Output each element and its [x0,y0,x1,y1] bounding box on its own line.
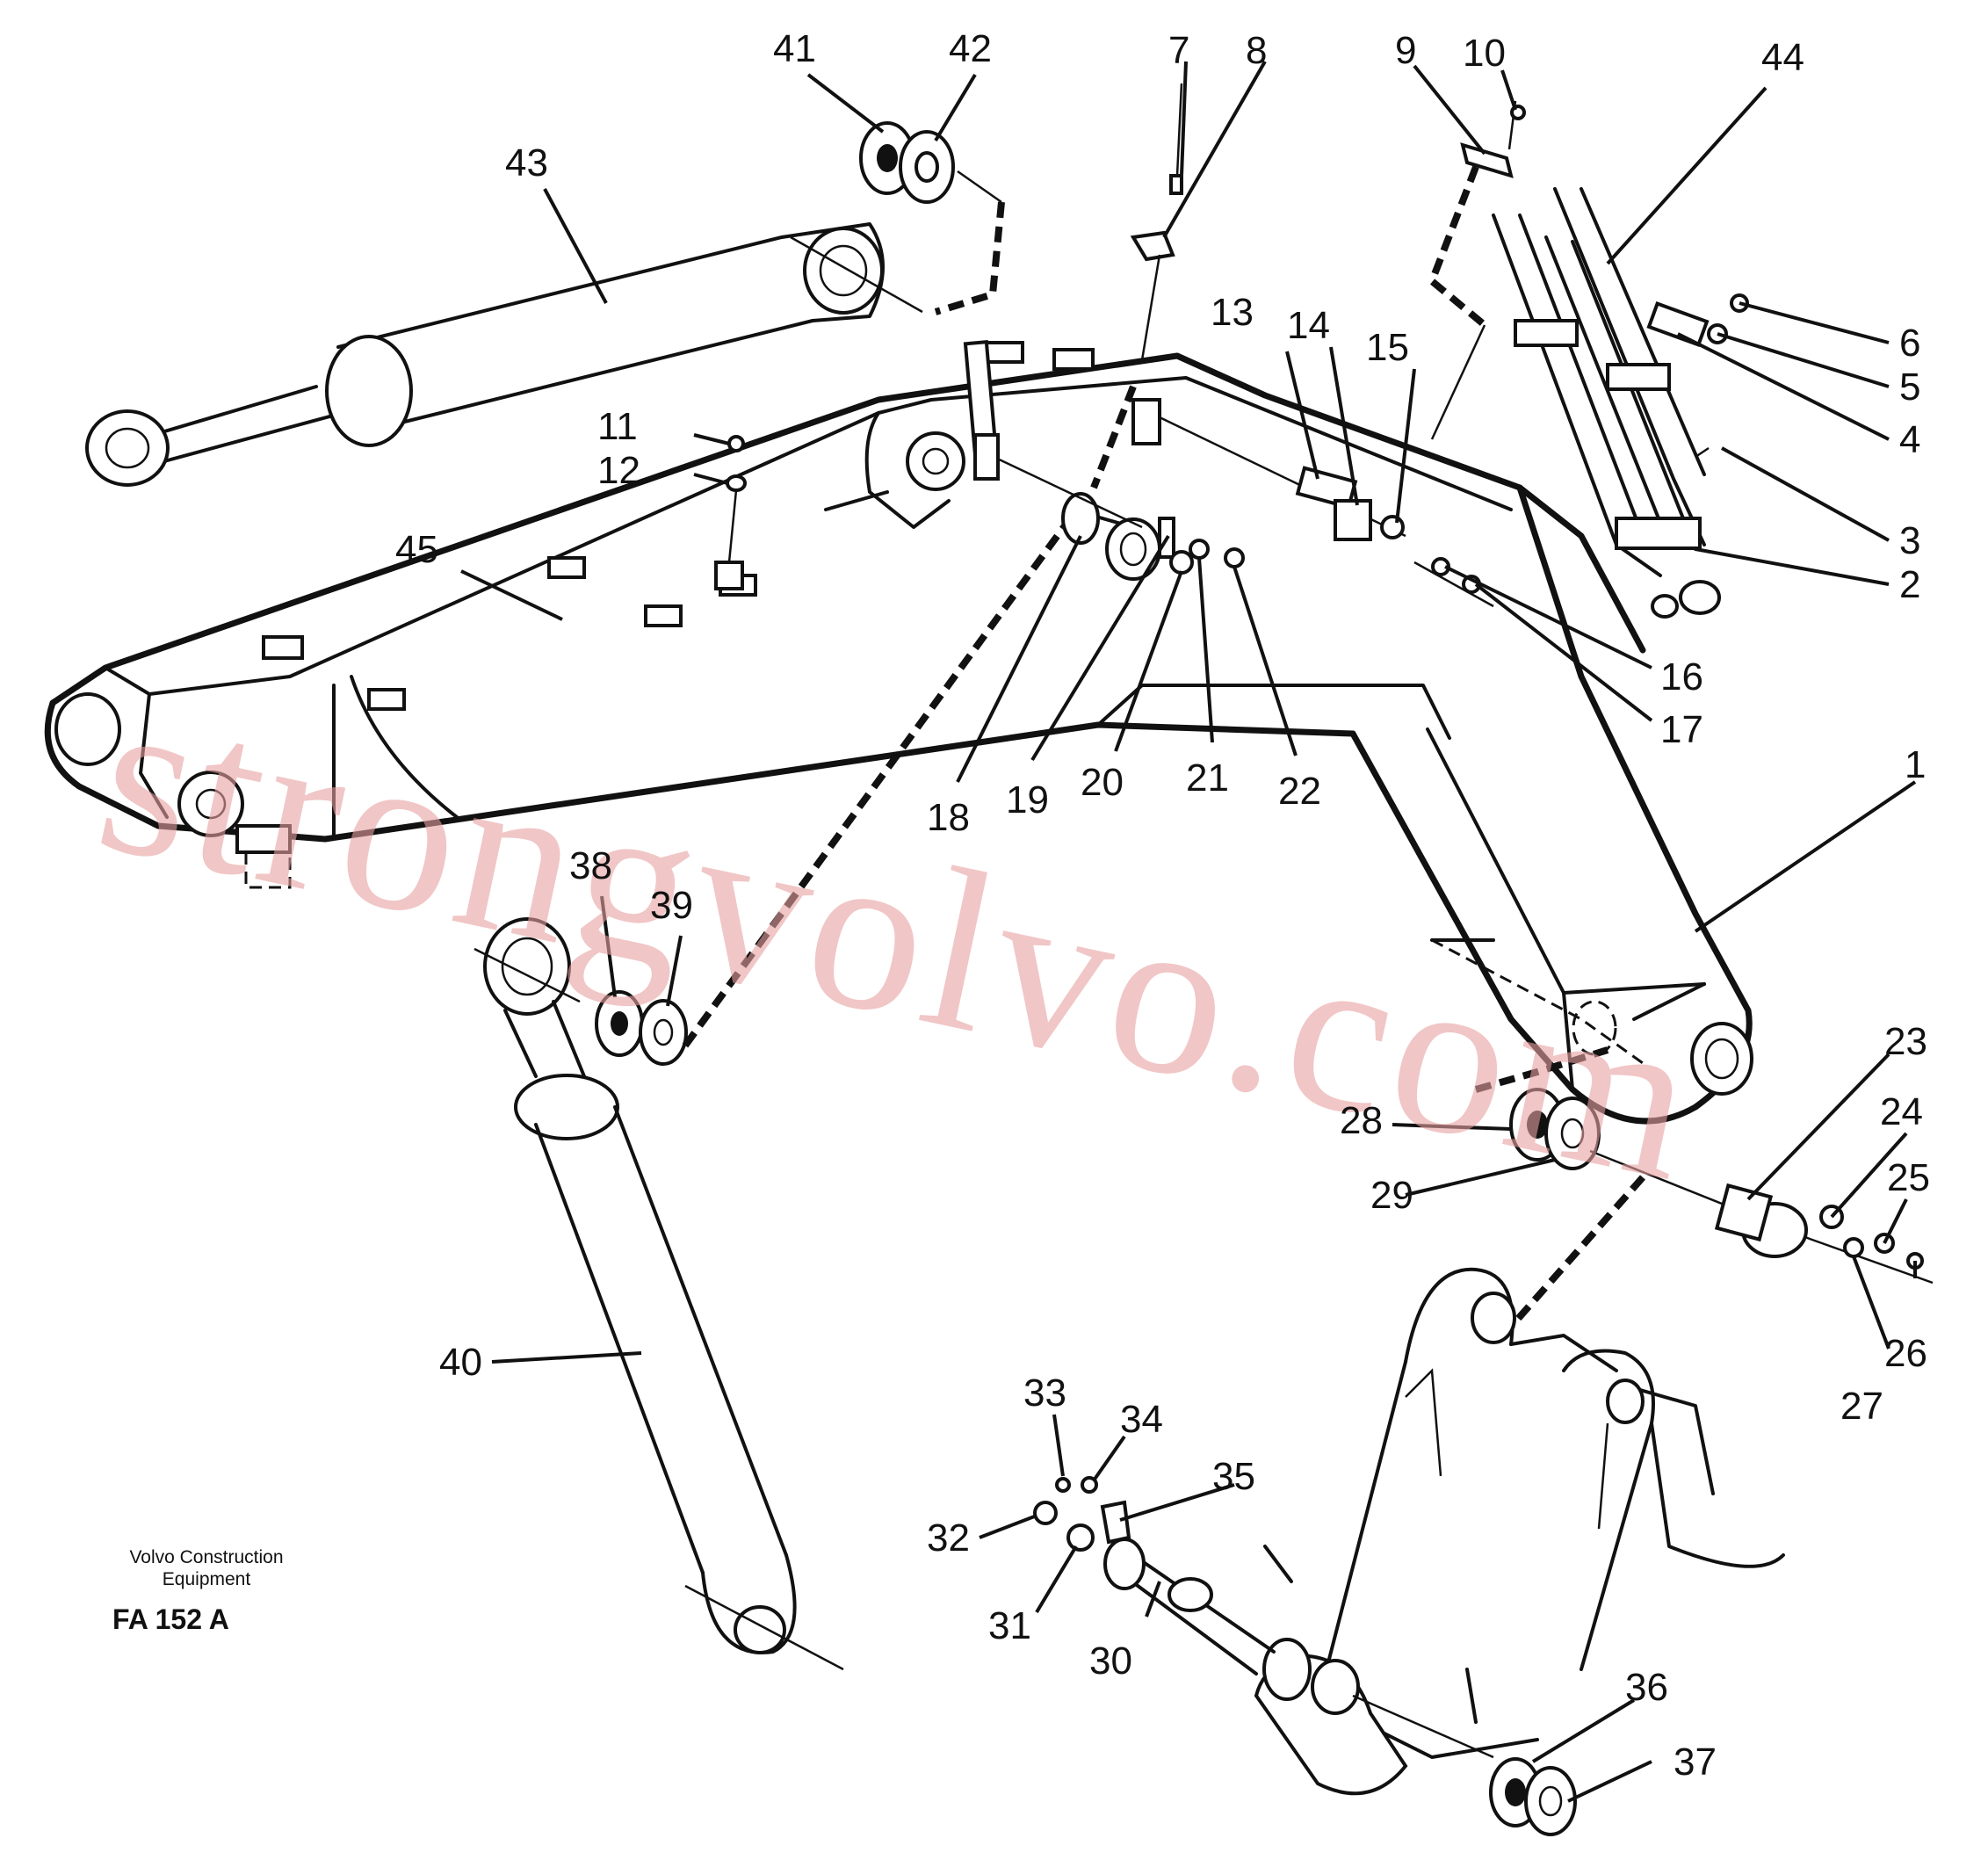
callout-21: 21 [1186,756,1229,800]
figure-code: FA 152 A [112,1603,229,1635]
callout-25: 25 [1887,1156,1930,1199]
callout-18: 18 [927,796,970,839]
bucket-linkage [1254,1267,1785,1796]
callout-6: 6 [1899,322,1920,365]
callout-2: 2 [1899,563,1920,606]
callout-43: 43 [505,141,548,185]
callout-37: 37 [1674,1741,1717,1784]
callout-33: 33 [1023,1371,1066,1415]
bucket-cylinder [474,917,844,1671]
bracket-11-12 [714,435,747,590]
brand-caption: Volvo Construction Equipment [97,1546,316,1590]
bracket-7-8 [1130,83,1183,361]
callout-9: 9 [1395,29,1416,72]
wear-pad [367,688,406,711]
wear-pad [982,341,1024,364]
callout-20: 20 [1081,761,1124,804]
callout-3: 3 [1899,519,1920,562]
callout-10: 10 [1463,32,1506,75]
boom [1349,484,1753,1125]
callout-36: 36 [1625,1666,1668,1709]
callout-17: 17 [1660,708,1703,751]
callout-29: 29 [1370,1174,1413,1217]
callout-41: 41 [773,27,816,70]
callout-13: 13 [1211,291,1254,334]
callout-39: 39 [650,884,693,927]
callout-16: 16 [1660,655,1703,698]
dipper-arm [44,340,1646,889]
callout-28: 28 [1340,1099,1383,1142]
callout-27: 27 [1840,1385,1883,1428]
bracket-9-10 [1428,100,1526,440]
pin-assembly-30-35 [1033,1476,1276,1675]
callout-5: 5 [1899,365,1920,409]
callout-38: 38 [569,844,612,887]
callout-19: 19 [1006,778,1049,821]
brand-line-1: Volvo Construction [129,1547,284,1567]
hose-clamp-assembly [1492,187,1749,619]
callout-23: 23 [1884,1020,1927,1063]
callout-24: 24 [1880,1090,1923,1133]
arm-pin-bore-front [177,771,244,837]
bushing-pair-36-37 [1489,1757,1577,1836]
arm-pin-bore-top [906,431,965,491]
boom-pin-bore [1690,1022,1753,1096]
wear-pad [1052,348,1095,371]
callout-22: 22 [1278,770,1321,813]
callout-30: 30 [1089,1639,1132,1683]
boom-cylinder [85,201,1005,487]
brand-line-2: Equipment [162,1569,251,1589]
wear-pad [547,556,586,579]
callout-42: 42 [949,27,992,70]
callout-11: 11 [597,405,638,448]
callout-44: 44 [1761,36,1804,79]
callout-45: 45 [395,528,438,571]
bushing-pair-38-39 [595,489,1093,1066]
bushing-pair-41-42 [859,121,1002,204]
callout-8: 8 [1246,29,1267,72]
callout-14: 14 [1287,304,1330,347]
wear-pad [235,824,292,854]
callout-35: 35 [1212,1455,1255,1498]
wear-pad [644,604,683,627]
pin-assembly-18-22 [974,385,1245,581]
pin-assembly-13-17 [973,398,1494,608]
leader-lines [460,61,1917,1803]
callout-34: 34 [1120,1398,1163,1441]
bushing-pair-28-29 [1474,1046,1645,1329]
callout-32: 32 [927,1516,970,1560]
callout-26: 26 [1884,1332,1927,1375]
callout-7: 7 [1168,29,1189,72]
callout-4: 4 [1899,418,1920,461]
callout-1: 1 [1905,743,1926,786]
watermark-text: strongvolvo.com [81,646,1718,1230]
callout-40: 40 [439,1341,482,1384]
callout-15: 15 [1366,326,1409,369]
callout-31: 31 [988,1604,1031,1647]
callout-12: 12 [597,449,640,492]
wear-pad [262,635,304,660]
callout-labels: 1 2 3 4 5 6 7 8 9 10 11 12 13 14 15 16 1… [395,27,1930,1784]
